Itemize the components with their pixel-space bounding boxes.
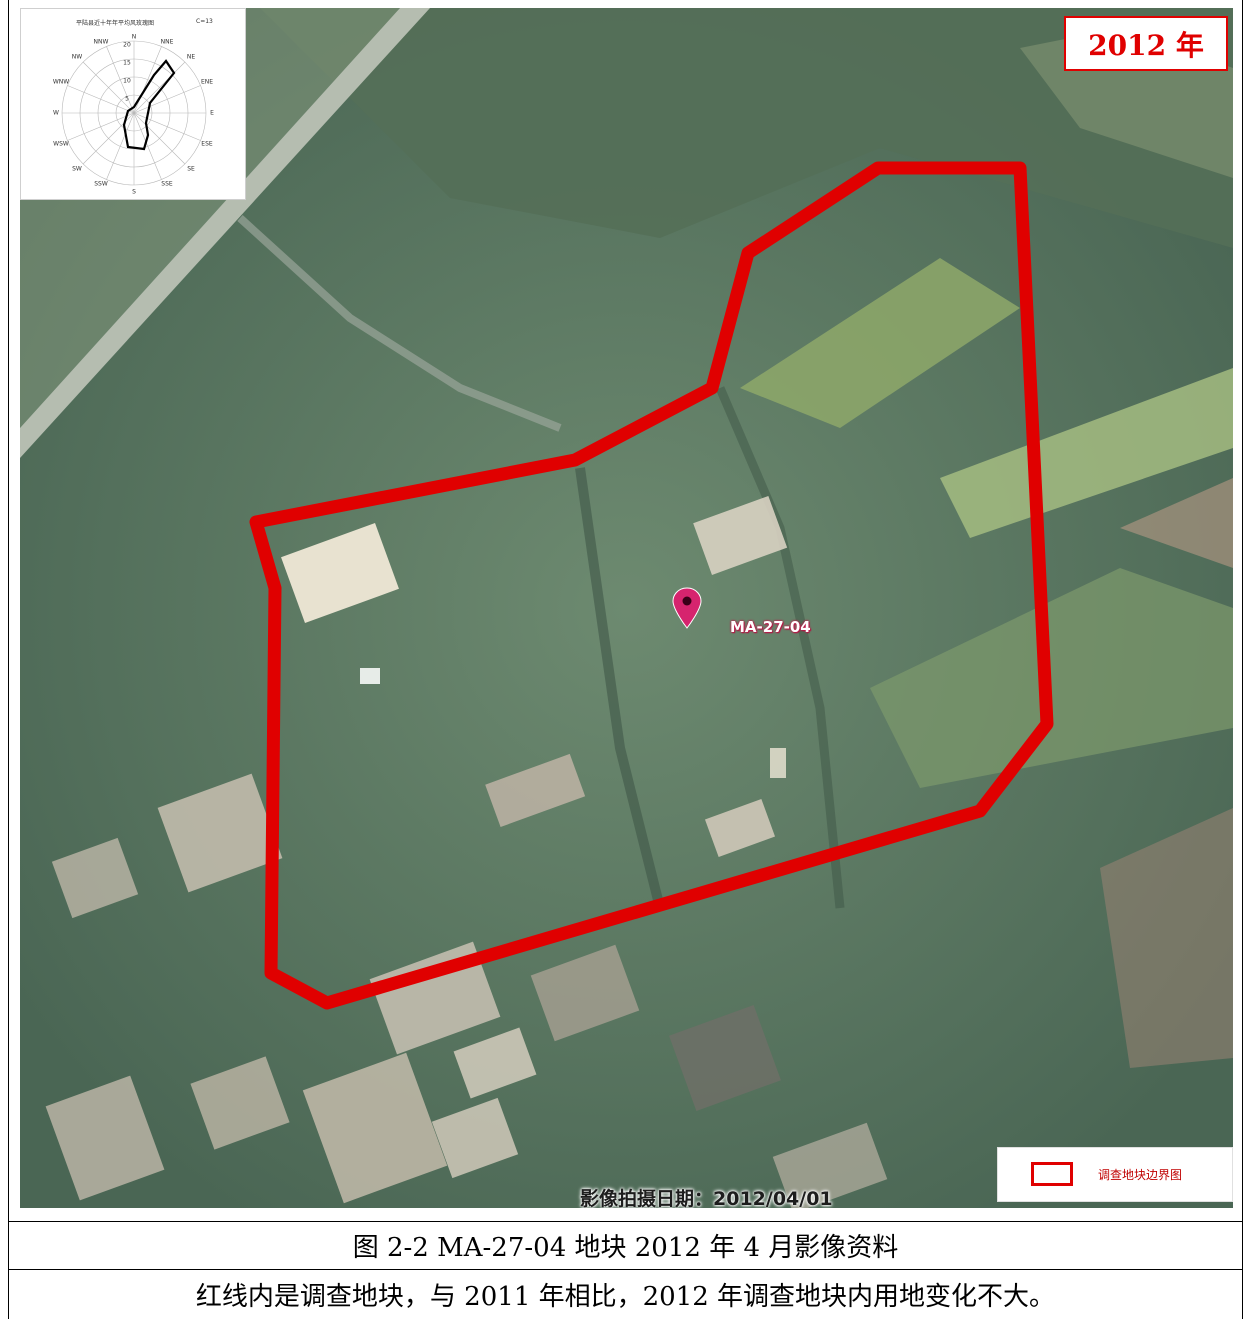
year-label: 2012 年 — [1064, 16, 1228, 71]
wind-rose-label: N — [131, 33, 137, 41]
figure-description: 红线内是调查地块，与 2011 年相比，2012 年调查地块内用地变化不大。 — [195, 1282, 1056, 1312]
wind-rose-label: W — [53, 109, 59, 117]
map-pin-icon[interactable] — [672, 587, 702, 629]
wind-rose-title: 平陆县近十年年平均风玫瑰图 — [76, 20, 155, 27]
capture-date-stamp: 影像拍摄日期：2012/04/01 — [580, 1188, 833, 1208]
map-legend: 调查地块边界图 — [997, 1147, 1233, 1202]
wind-rose-label: NNE — [160, 38, 174, 46]
wind-rose-label: NNW — [93, 38, 109, 46]
legend-label: 调查地块边界图 — [1098, 1168, 1183, 1182]
satellite-terrain — [20, 8, 1233, 1208]
wind-rose-ring-label: 20 — [123, 41, 131, 49]
table-frame — [8, 0, 1243, 1319]
wind-rose-label: SE — [187, 165, 195, 173]
wind-rose-label: NW — [71, 53, 83, 61]
survey-boundary — [249, 161, 1054, 1010]
wind-rose-label: NE — [186, 53, 196, 61]
wind-rose-label: E — [210, 109, 214, 117]
wind-rose-label: SSW — [94, 180, 108, 188]
wind-rose-label: WNW — [52, 78, 70, 86]
wind-rose-label: ENE — [200, 78, 214, 86]
figure-caption: 图 2-2 MA-27-04 地块 2012 年 4 月影像资料 — [8, 1222, 1243, 1270]
wind-rose-label: S — [132, 188, 136, 196]
wind-rose-label: ESE — [201, 140, 213, 148]
wind-rose-ring-label: 15 — [123, 59, 131, 67]
wind-rose-label: SW — [72, 165, 82, 173]
wind-rose-ring-label: 5 — [125, 95, 129, 103]
map-marker-label: MA-27-04 — [730, 618, 811, 636]
satellite-image[interactable]: MA-27-04 影像拍摄日期：2012/04/01 — [20, 8, 1233, 1208]
wind-rose-label: WSW — [53, 140, 69, 148]
legend-boundary-swatch — [1031, 1162, 1073, 1186]
wind-rose-inset: 平陆县近十年年平均风玫瑰图 C=13 N NNE NE ENE E ESE SE… — [20, 8, 246, 200]
wind-rose-icon — [61, 40, 207, 186]
wind-rose-ring-label: 10 — [123, 77, 131, 85]
wind-rose-label: SSE — [161, 180, 173, 188]
image-cell — [8, 0, 1243, 1222]
wind-rose-note: C=13 — [196, 18, 213, 25]
